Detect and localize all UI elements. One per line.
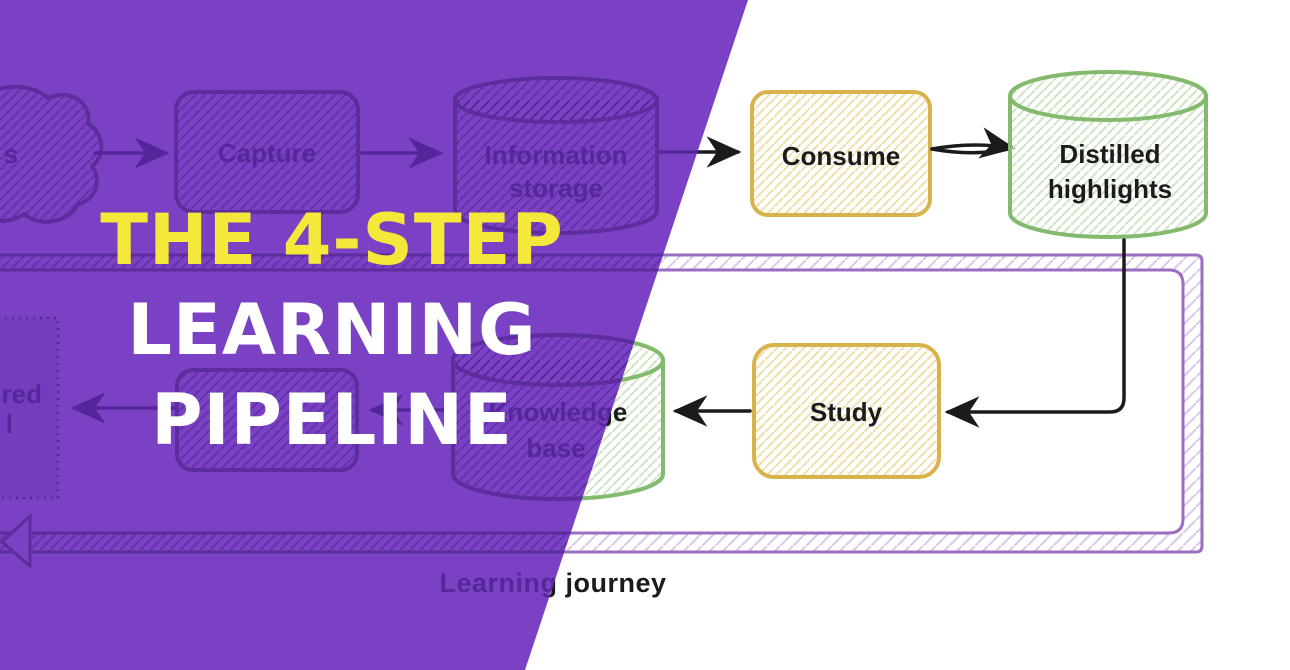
- consume-box: [750, 90, 932, 217]
- study-box: [752, 343, 941, 479]
- result-box: [0, 316, 60, 500]
- title-line-3: PIPELINE: [151, 379, 513, 461]
- study-label: Study: [810, 397, 883, 427]
- knowledge-base-label-line2: base: [526, 433, 585, 463]
- result-box-label-fragment1: red: [2, 379, 42, 409]
- consume-label: Consume: [782, 141, 900, 171]
- title-line-2: LEARNING: [127, 289, 537, 371]
- title-line-1: THE 4-STEP: [100, 199, 564, 281]
- distilled-highlights-label-line1: Distilled: [1059, 139, 1160, 169]
- ideas-cloud: [0, 84, 104, 224]
- arrow-consume-to-highlights: [930, 127, 1016, 159]
- arrow-consume-to-highlights-sketch: [930, 146, 1014, 155]
- distilled-highlights-cylinder: [1008, 70, 1208, 239]
- ideas-cloud-label-fragment: s: [4, 139, 18, 169]
- result-box-label-fragment2: l: [6, 409, 13, 439]
- capture-label: Capture: [218, 138, 316, 168]
- information-storage-label-line2: storage: [509, 173, 603, 203]
- distilled-highlights-label-line2: highlights: [1048, 174, 1172, 204]
- diagram-muted-half: s Capture Information storage Consume: [0, 76, 748, 598]
- journey-loop-arrowhead: [0, 512, 32, 570]
- arrow-highlights-to-study: [944, 238, 1126, 428]
- fourth-step-box: [175, 368, 359, 472]
- knowledge-base-label-line1: Knowledge: [489, 397, 628, 427]
- capture-box: [174, 90, 360, 214]
- information-storage-cylinder: [453, 76, 659, 235]
- information-storage-label-line1: Information: [485, 140, 628, 170]
- title-block: THE 4-STEP LEARNING PIPELINE: [30, 195, 634, 465]
